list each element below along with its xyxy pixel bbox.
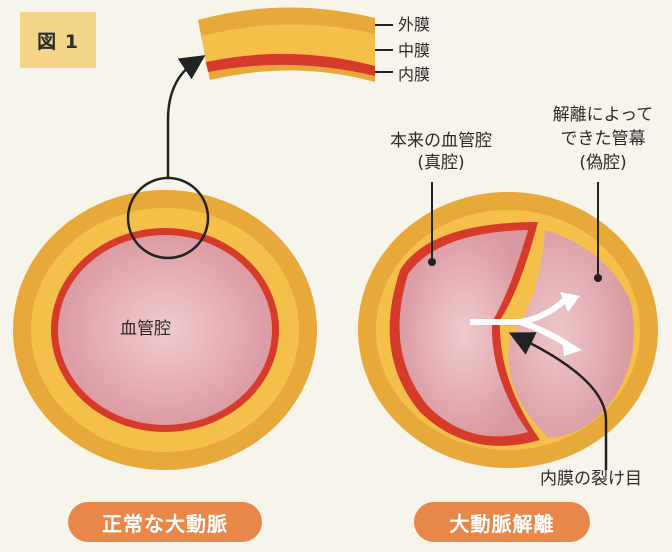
flow-arrowhead-down (562, 338, 582, 356)
false-lumen-label-1: 解離によって (552, 105, 654, 125)
figure-badge: 図 1 (20, 12, 96, 68)
leader-tear (508, 332, 608, 470)
label-middle-layer: 中膜 (398, 41, 431, 60)
detail-intima (206, 53, 375, 76)
flow-arrowhead-up (560, 292, 580, 312)
false-lumen-label-3: (偽腔) (579, 153, 627, 173)
true-lumen-label-2: (真腔) (417, 153, 465, 173)
dissection-caption: 大動脈解離 (414, 502, 590, 542)
normal-lumen (58, 235, 272, 425)
false-lumen (508, 230, 635, 438)
leader-false-lumen-dot (594, 274, 602, 282)
dissected-aorta (358, 182, 658, 470)
normal-caption: 正常な大動脈 (68, 502, 262, 542)
true-lumen-label-1: 本来の血管腔 (390, 131, 492, 151)
wall-layer-detail (198, 7, 393, 82)
normal-lumen-label: 血管腔 (120, 319, 171, 339)
tear-label: 内膜の裂け目 (540, 469, 642, 489)
normal-aorta (13, 55, 317, 470)
magnify-arrow (166, 55, 206, 178)
label-outer-layer: 外膜 (398, 15, 431, 34)
false-lumen-label-2: できた管幕 (560, 129, 646, 149)
leader-true-lumen-dot (428, 258, 436, 266)
true-lumen (399, 230, 528, 437)
label-inner-layer: 内膜 (398, 65, 431, 84)
